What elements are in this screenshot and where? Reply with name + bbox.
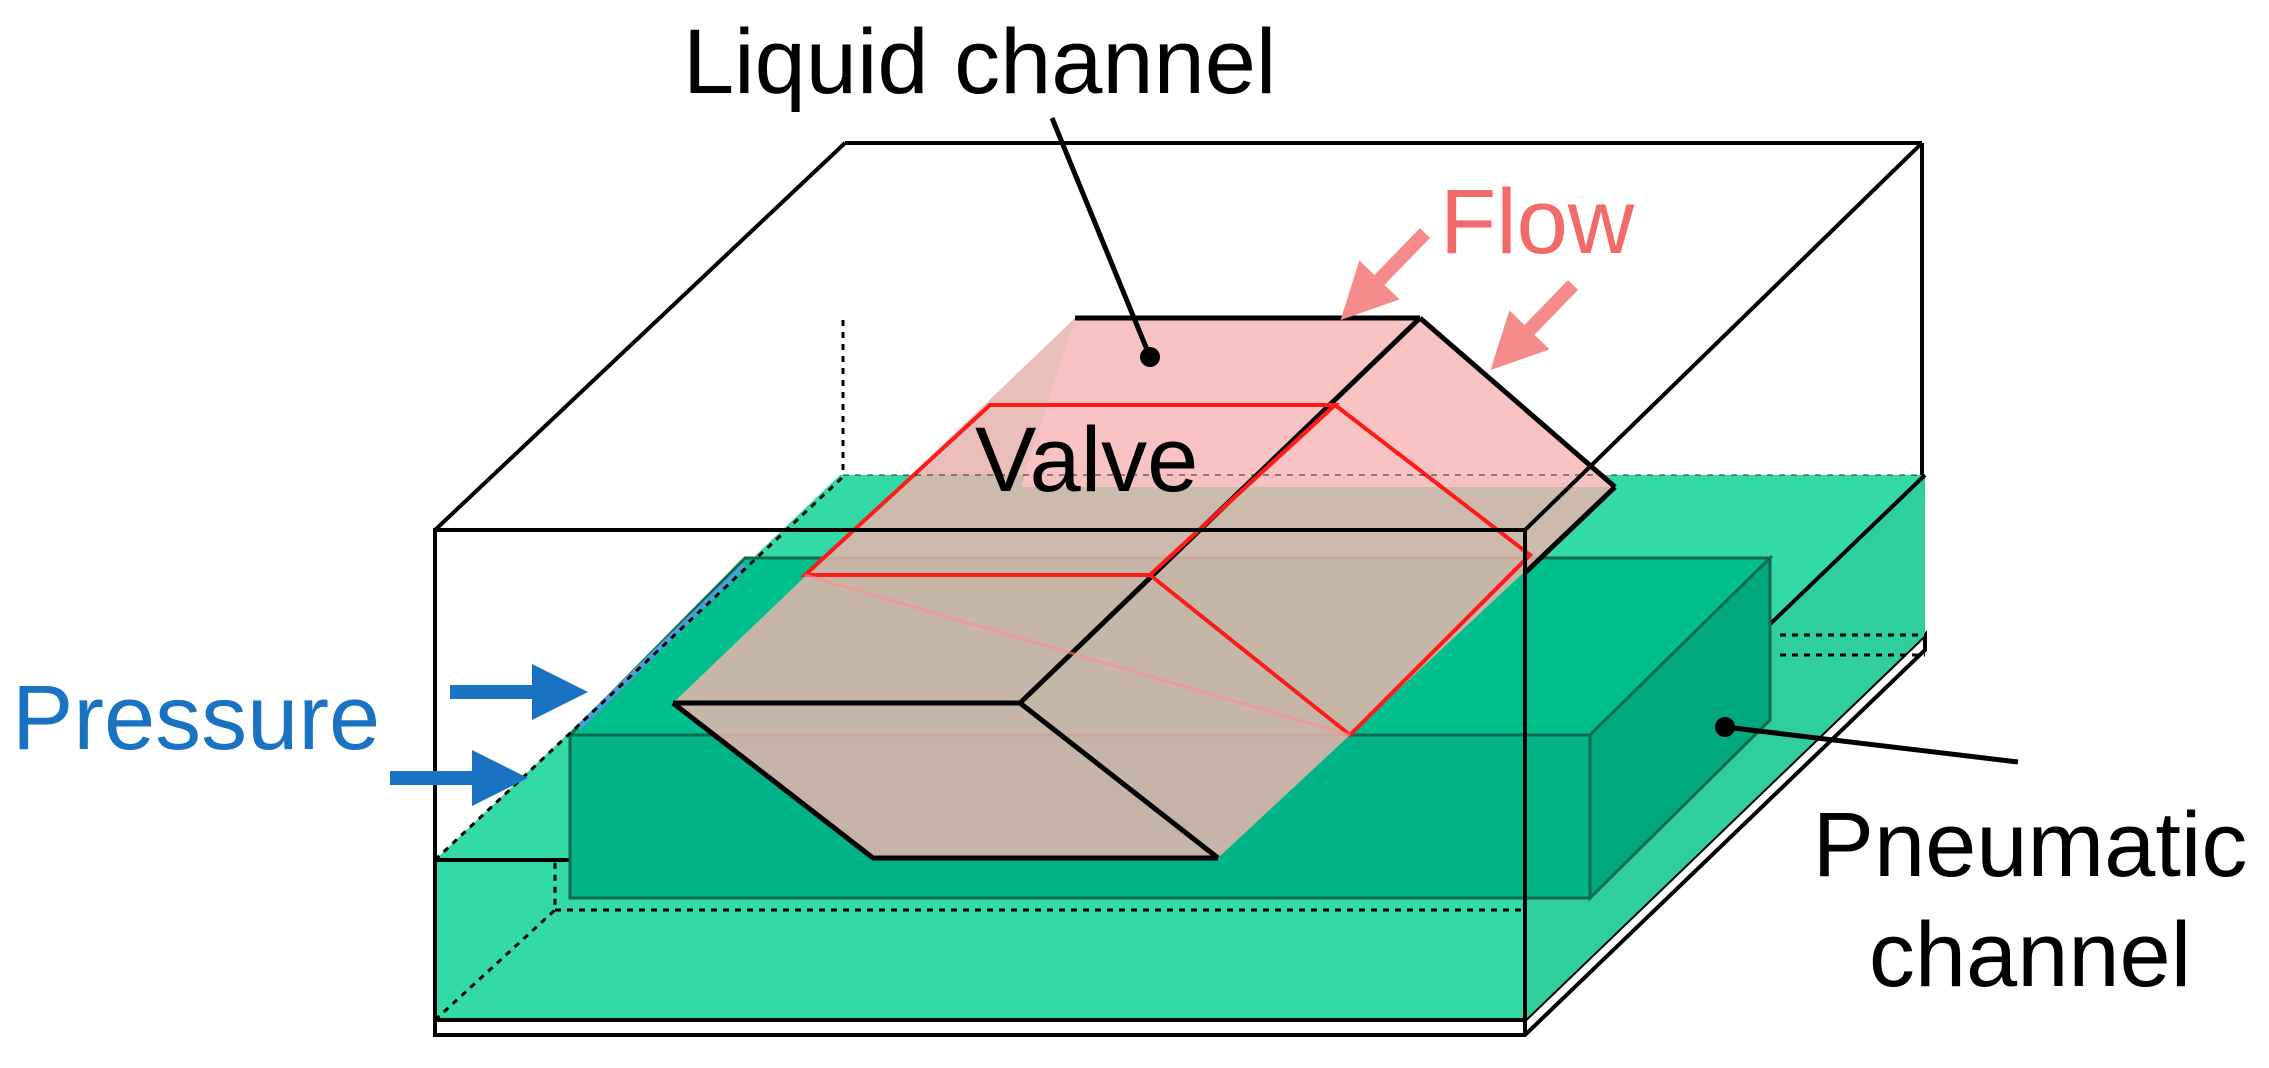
pneumatic-channel-label: Pneumatic channel (1800, 790, 2260, 1010)
leader-lines (1049, 117, 2019, 765)
liquid-channel-label: Liquid channel (683, 11, 1277, 113)
liquid-channel-pointer-dot (1140, 347, 1160, 367)
valve-region (799, 402, 1534, 738)
flow-arrow-1 (1340, 228, 1431, 321)
valve-label: Valve (975, 409, 1199, 511)
flow-label: Flow (1440, 171, 1635, 273)
pressure-arrows (390, 664, 588, 806)
pneumatic-channel-label-line2: channel (1868, 904, 2192, 1006)
flow-arrow-2 (1490, 280, 1579, 371)
flow-arrows (1340, 228, 1579, 371)
pneumatic-channel-label-line1: Pneumatic (1812, 794, 2248, 896)
pneumatic-channel-pointer-dot (1715, 717, 1735, 737)
pressure-label: Pressure (12, 667, 381, 769)
